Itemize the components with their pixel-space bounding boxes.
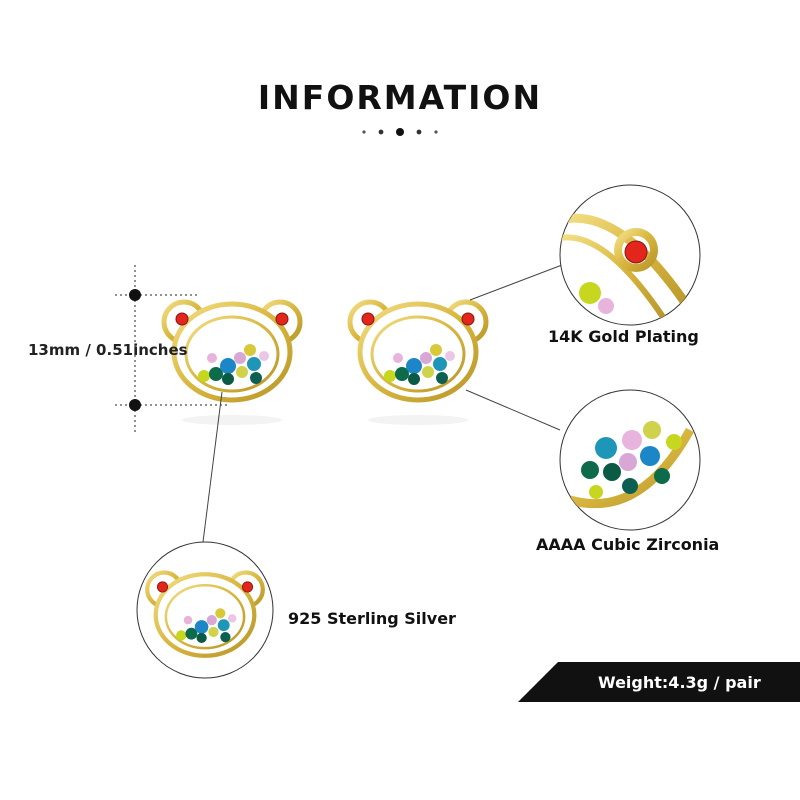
dimension-label: 13mm / 0.51inches (28, 341, 188, 359)
callout-label-plating: 14K Gold Plating (548, 327, 699, 346)
callout-gold-plating-zoom (559, 184, 701, 326)
weight-banner (518, 662, 800, 702)
callout-label-zirconia: AAAA Cubic Zirconia (536, 535, 720, 554)
title-dots-icon (362, 128, 438, 136)
callout-zirconia-zoom (559, 389, 701, 531)
callout-label-silver: 925 Sterling Silver (288, 609, 456, 628)
earring-right (350, 302, 486, 400)
dimension-marker (115, 265, 230, 432)
callout-silver-zoom (136, 541, 274, 679)
weight-label: Weight:4.3g / pair (598, 673, 761, 692)
page-title: INFORMATION (257, 78, 543, 117)
